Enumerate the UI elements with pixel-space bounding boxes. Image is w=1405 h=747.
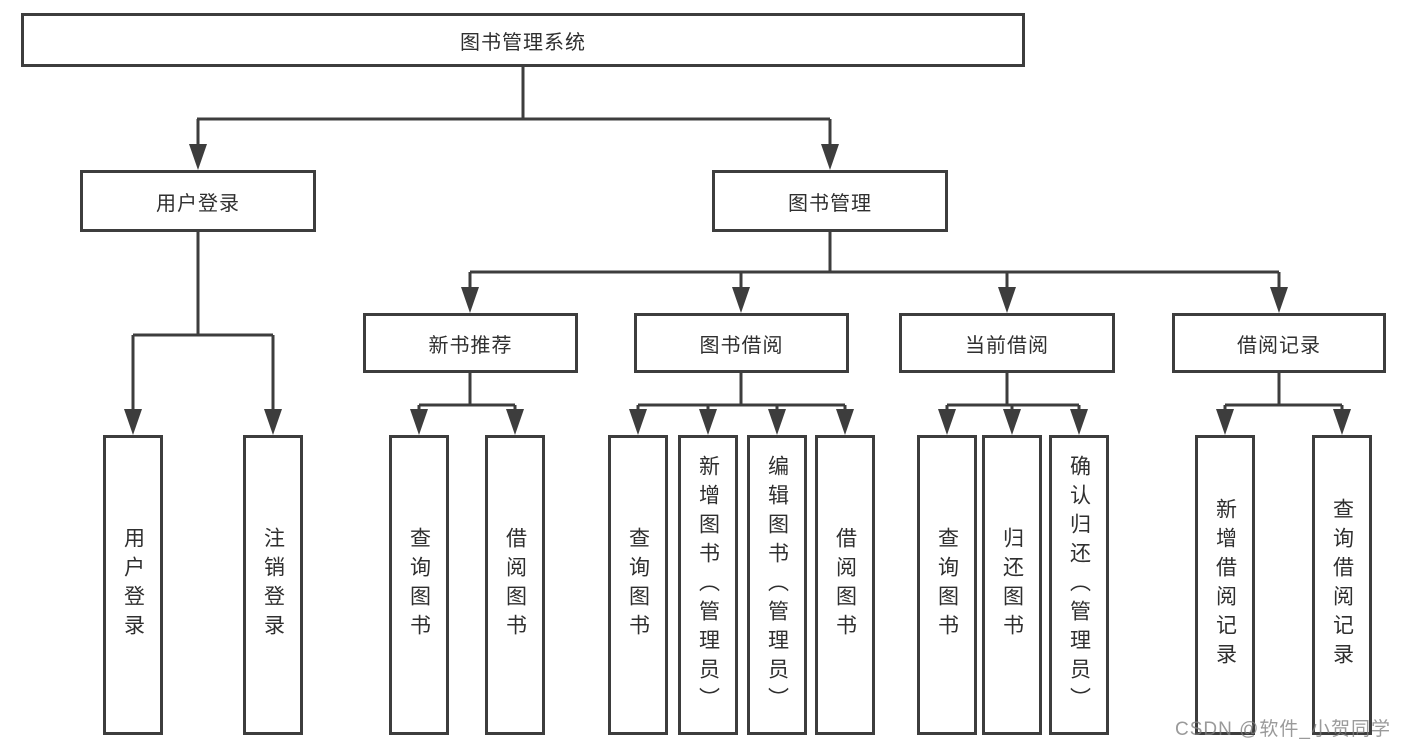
csdn-watermark: CSDN @软件_小贺同学 — [1175, 719, 1391, 740]
arrowhead — [938, 409, 956, 435]
connector-strokes — [131, 67, 1344, 413]
arrowhead — [506, 409, 524, 435]
leaf-nb-borrow-books: 借阅图书 — [485, 435, 545, 735]
arrowhead — [836, 409, 854, 435]
connector-book-mgmt-to-level3 — [468, 232, 1281, 291]
leaf-bb-query-books-label: 查询图书 — [626, 527, 650, 643]
node-user-login: 用户登录 — [80, 170, 316, 232]
arrowhead — [699, 409, 717, 435]
leaf-bb-borrow-books: 借阅图书 — [815, 435, 875, 735]
arrowhead — [998, 287, 1016, 313]
arrowhead — [732, 287, 750, 313]
node-borrow-records-label: 借阅记录 — [1237, 334, 1321, 357]
arrowhead — [189, 144, 207, 170]
connector-book-borrow-to-leaves — [636, 373, 847, 413]
arrowhead — [1070, 409, 1088, 435]
node-book-management: 图书管理 — [712, 170, 948, 232]
leaf-nb-borrow-books-label: 借阅图书 — [503, 527, 527, 643]
arrowhead — [768, 409, 786, 435]
leaf-cb-confirm-return-admin-label: 确认归还（管理员） — [1067, 454, 1091, 716]
leaf-bb-query-books: 查询图书 — [608, 435, 668, 735]
arrowhead — [264, 409, 282, 435]
arrowhead — [629, 409, 647, 435]
leaf-cb-return-books-label: 归还图书 — [1000, 527, 1024, 643]
leaf-cb-return-books: 归还图书 — [982, 435, 1042, 735]
leaf-bb-borrow-books-label: 借阅图书 — [833, 527, 857, 643]
leaf-cb-query-books: 查询图书 — [917, 435, 977, 735]
leaf-bb-edit-books-admin: 编辑图书（管理员） — [747, 435, 807, 735]
node-current-borrowing-label: 当前借阅 — [965, 334, 1049, 357]
leaf-cb-query-books-label: 查询图书 — [935, 527, 959, 643]
connector-current-borrow-to-leaves — [945, 373, 1081, 413]
leaf-br-query-record-label: 查询借阅记录 — [1330, 498, 1354, 672]
connector-new-books-to-leaves — [417, 373, 517, 413]
arrowheads — [124, 144, 1351, 435]
connector-borrow-records-to-leaves — [1223, 373, 1344, 413]
leaf-cb-confirm-return-admin: 确认归还（管理员） — [1049, 435, 1109, 735]
arrowhead — [1003, 409, 1021, 435]
leaf-nb-query-books: 查询图书 — [389, 435, 449, 735]
leaf-logout-label: 注销登录 — [261, 527, 285, 643]
node-new-book-recommend: 新书推荐 — [363, 313, 578, 373]
node-book-borrowing: 图书借阅 — [634, 313, 849, 373]
node-root-label: 图书管理系统 — [460, 31, 586, 54]
node-root: 图书管理系统 — [21, 13, 1025, 67]
arrowhead — [461, 287, 479, 313]
node-borrow-records: 借阅记录 — [1172, 313, 1386, 373]
arrowhead — [821, 144, 839, 170]
node-book-borrowing-label: 图书借阅 — [699, 334, 784, 357]
connector-user-login-to-leaves — [131, 232, 275, 412]
leaf-nb-query-books-label: 查询图书 — [407, 527, 431, 643]
arrowhead — [1333, 409, 1351, 435]
node-new-book-recommend-label: 新书推荐 — [428, 334, 513, 357]
leaf-br-add-record-label: 新增借阅记录 — [1213, 498, 1237, 672]
leaf-logout: 注销登录 — [243, 435, 303, 735]
arrowhead — [124, 409, 142, 435]
node-user-login-label: 用户登录 — [156, 192, 240, 215]
leaf-br-add-record: 新增借阅记录 — [1195, 435, 1255, 735]
leaf-user-login: 用户登录 — [103, 435, 163, 735]
leaf-user-login-label: 用户登录 — [121, 527, 145, 643]
node-book-management-label: 图书管理 — [788, 192, 872, 215]
leaf-br-query-record: 查询借阅记录 — [1312, 435, 1372, 735]
arrowhead — [1216, 409, 1234, 435]
leaf-bb-add-books-admin: 新增图书（管理员） — [678, 435, 738, 735]
arrowhead — [1270, 287, 1288, 313]
leaf-bb-edit-books-admin-label: 编辑图书（管理员） — [765, 454, 789, 716]
leaf-bb-add-books-admin-label: 新增图书（管理员） — [696, 454, 720, 716]
arrowhead — [410, 409, 428, 435]
node-current-borrowing: 当前借阅 — [899, 313, 1115, 373]
connector-root-to-level2 — [196, 67, 832, 148]
